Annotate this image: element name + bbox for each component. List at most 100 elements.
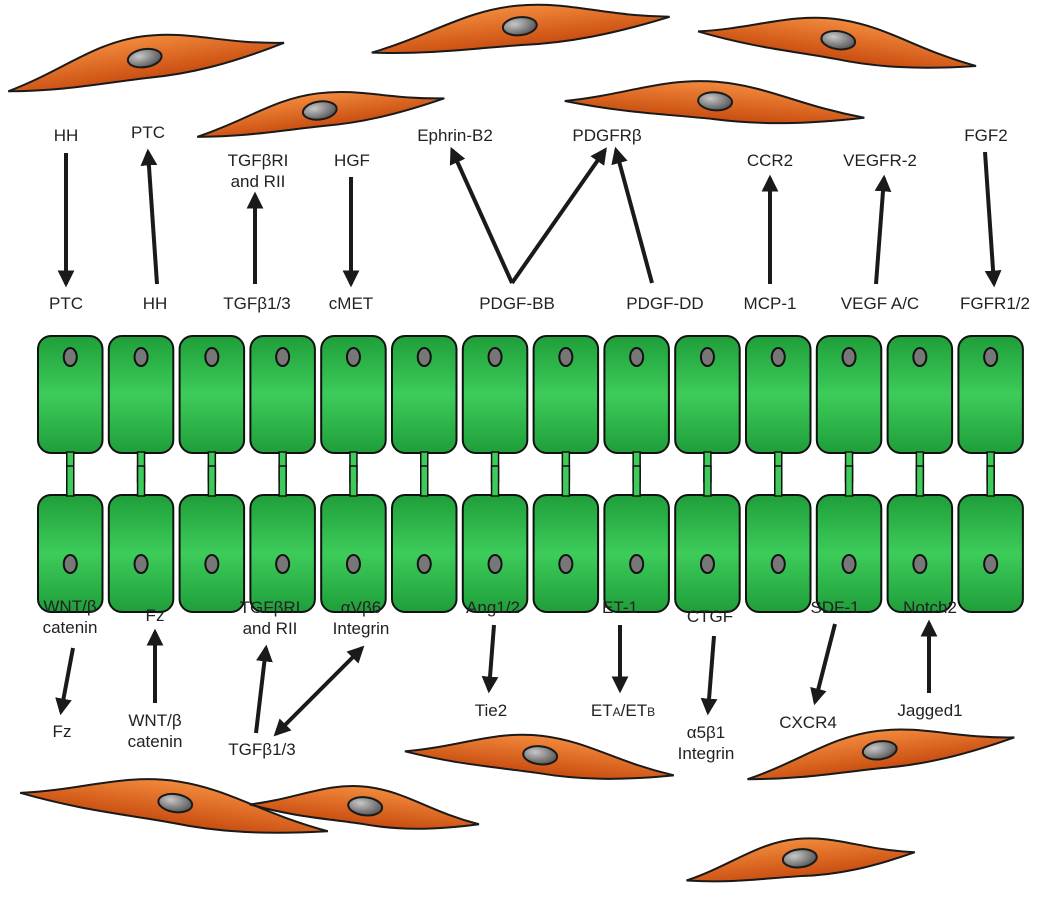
cell-nucleus [841, 347, 857, 367]
cell-nucleus [487, 347, 503, 367]
label-ctgf: CTGF [686, 607, 734, 626]
cell-junction-stalk [420, 465, 429, 497]
endothelial-cell [886, 335, 954, 483]
endothelial-cell [178, 465, 246, 613]
cell-nucleus [62, 347, 78, 367]
cell-nucleus [275, 347, 291, 367]
cell-junction-stalk [703, 465, 712, 497]
cell-junction-stalk [844, 465, 854, 497]
endothelial-cell [391, 335, 458, 483]
cell-nucleus [416, 554, 432, 574]
endothelial-cell [745, 465, 812, 613]
pericyte-nucleus [697, 91, 734, 112]
cell-junction-stalk [136, 465, 146, 497]
label-ptc-top: PTC [131, 123, 165, 142]
arrow-sdf1-to-cxcr4 [810, 623, 837, 706]
label-pdgf-dd: PDGF-DD [626, 294, 704, 313]
cell-junction-stalk [915, 465, 925, 497]
arrow-pdgf-dd-to-pdgfrb [611, 146, 654, 284]
label-line: TGFβRI [239, 598, 301, 617]
label-jagged1: Jagged1 [897, 701, 963, 720]
label-eta-etb: ETA/ETB [591, 700, 655, 723]
cell-body [532, 494, 600, 613]
label-part: ET [590, 701, 613, 720]
endothelial-cell-row-top [37, 335, 1024, 483]
cell-junction-stalk [207, 465, 217, 497]
label-wnt-b-catenin-top: WNT/β catenin [43, 596, 98, 638]
pericyte [371, 3, 670, 54]
label-line: and RII [242, 619, 298, 638]
cell-junction-stalk [774, 465, 783, 497]
label-line: and RII [230, 172, 286, 191]
cell-junction-stalk [490, 465, 500, 497]
pericyte-nucleus [501, 16, 538, 37]
cell-body [178, 494, 246, 613]
endothelial-cell [674, 465, 741, 613]
cell-nucleus [629, 347, 645, 367]
pericyte-nucleus [157, 792, 194, 814]
label-cmet: cMET [328, 294, 374, 313]
endothelial-cell [107, 465, 175, 613]
label-pdgf-bb: PDGF-BB [479, 294, 555, 313]
cell-nucleus [416, 347, 432, 367]
arrow-pdgf-bb-to-ephrin-b2 [449, 146, 514, 284]
label-wnt-b-catenin-bottom: WNT/β catenin [128, 710, 183, 752]
cell-nucleus [629, 554, 645, 574]
label-tgfbri-rii-bottom: TGFβRI and RII [240, 597, 301, 639]
endothelial-cell [603, 465, 670, 613]
endothelial-cell [745, 335, 812, 483]
endothelial-cell [674, 335, 741, 483]
cell-body [391, 494, 458, 613]
pericyte [686, 837, 916, 883]
cell-junction-stalk [349, 465, 358, 497]
cell-junction-stalk [632, 465, 641, 497]
endothelial-cell [957, 465, 1024, 613]
cell-body [674, 494, 741, 613]
pericyte [697, 16, 977, 69]
label-avb6-integrin: αVβ6 Integrin [333, 597, 390, 639]
cell-body [37, 494, 104, 613]
endothelial-cell [461, 335, 529, 483]
label-a5b1-integrin: α5β1 Integrin [678, 722, 735, 764]
arrow-hh-to-ptc-up [140, 148, 159, 285]
label-line: Integrin [332, 619, 390, 638]
signaling-arrows [55, 146, 1002, 737]
arrow-tgfb13-to-tgfbri-rii [254, 644, 273, 734]
cell-nucleus [204, 347, 220, 367]
label-fgf2: FGF2 [964, 126, 1008, 145]
label-hgf: HGF [334, 151, 370, 170]
arrow-avb6-tgfb13 [273, 645, 365, 737]
pericyte-nucleus [347, 796, 384, 817]
cell-body [886, 494, 954, 613]
pericyte [7, 33, 285, 93]
endothelial-cell [37, 465, 104, 613]
cell-nucleus [345, 347, 361, 367]
label-et1: ET-1 [602, 598, 638, 617]
pericyte-nucleus [126, 47, 163, 69]
cell-nucleus [699, 347, 715, 367]
arrow-fgf2-to-fgfr12 [983, 151, 1002, 288]
arrow-ang12-to-tie2 [481, 624, 499, 694]
label-ang12: Ang1/2 [466, 598, 520, 617]
endothelial-cell [391, 465, 458, 613]
endothelial-cell [815, 335, 883, 483]
cell-body [957, 494, 1024, 613]
label-part: /ET [620, 701, 648, 720]
label-mcp1: MCP-1 [743, 294, 797, 313]
cell-junction-stalk [66, 465, 75, 497]
label-line: Integrin [677, 744, 735, 763]
label-cxcr4: CXCR4 [779, 713, 837, 732]
cell-body [815, 494, 883, 613]
label-fgfr12: FGFR1/2 [960, 294, 1030, 313]
endothelial-cell [603, 335, 670, 483]
cell-nucleus [841, 554, 857, 574]
endothelial-cell [320, 335, 387, 483]
cell-nucleus [345, 554, 361, 574]
label-ephrin-b2: Ephrin-B2 [417, 126, 493, 145]
label-tie2: Tie2 [474, 701, 508, 720]
endothelial-cell [957, 335, 1024, 483]
cell-nucleus [487, 554, 503, 574]
label-ptc-bottom: PTC [49, 294, 83, 313]
